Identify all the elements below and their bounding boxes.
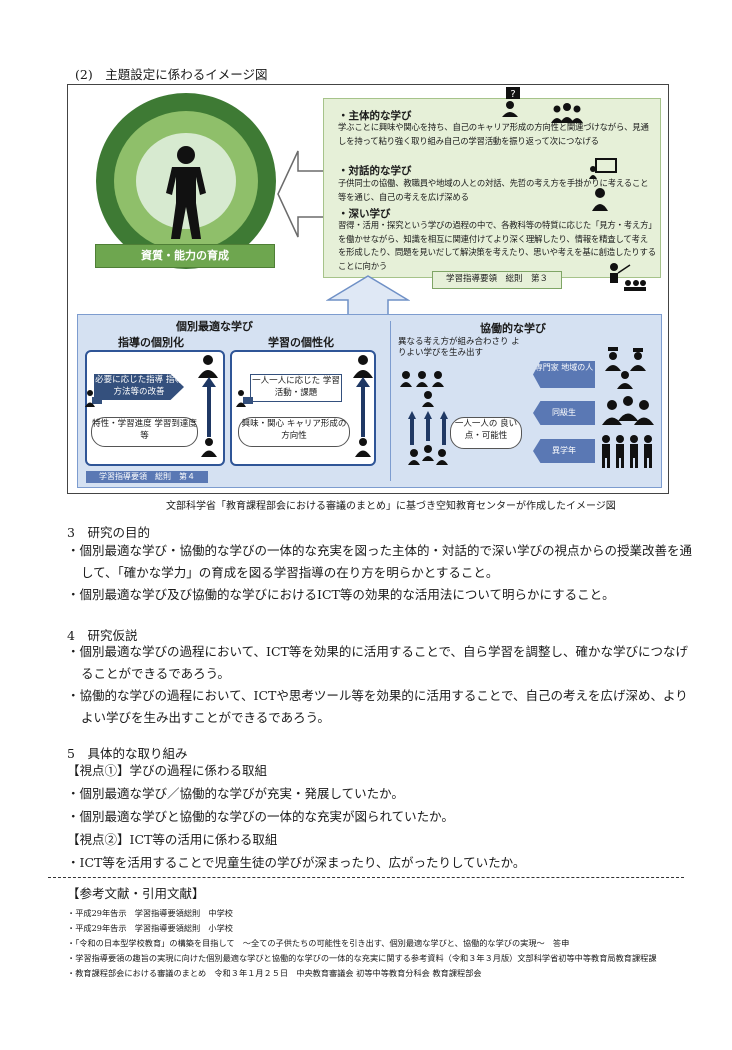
expert-tag: 専門家 地域の人 (533, 361, 595, 388)
mixed-grade-icon (602, 435, 652, 468)
growth-arrow-icon (202, 377, 216, 437)
reference-item: ・教育課程部会における審議のまとめ 令和３年１月２５日 中央教育審議会 初等中等… (67, 968, 482, 978)
gakushu-oval: 興味・関心 キャリア形成の方向性 (238, 417, 350, 447)
shido-title: 指導の個別化 (118, 336, 184, 349)
shutaiteki-text: 学ぶことに興味や関心を持ち、自己のキャリア形成の方向性と関連づけながら、見通しを… (338, 122, 649, 146)
reference-item: ・学習指導要領の趣旨の実現に向けた個別最適な学びと協働的な学びの一体的な充実に関… (67, 953, 657, 963)
presentation-icon (589, 158, 617, 179)
taiwateki-title: ・対話的な学び (338, 165, 412, 177)
viewpoint1-item: ・個別最適な学び／協働的な学びが充実・発展していたか。 (67, 786, 404, 801)
other-grade-tag: 異学年 (533, 439, 595, 463)
active-learning-box: ・主体的な学び 学ぶことに興味や関心を持ち、自己のキャリア形成の方向性と関連づけ… (323, 98, 661, 289)
reference-item: ・「令和の日本型学校教育」の構築を目指して ～全ての子供たちの可能性を引き出す、… (67, 938, 570, 948)
ability-label: 資質・能力の育成 (95, 244, 275, 268)
teacher-icon (592, 188, 608, 211)
viewpoint2-item: ・ICT等を活用することで児童生徒の学びが深まったり、広がったりしていたか。 (67, 855, 526, 870)
section3-item: ・個別最適な学び及び協働的な学びにおけるICT等の効果的な活用法について明らかに… (67, 587, 615, 602)
classmate-tag: 同級生 (533, 401, 595, 425)
viewpoint1-item: ・個別最適な学びと協働的な学びの一体的な充実が図られていたか。 (67, 809, 454, 824)
student-bottom-icon (201, 438, 217, 457)
collaboration-icon (400, 371, 448, 465)
individual-collaborative-box: 個別最適な学び 指導の個別化 必要に応じた指導 指導方法等の改善 特性・学習進度… (77, 314, 662, 488)
section4-heading: 4 研究仮説 (67, 628, 138, 643)
student-bottom-icon (355, 438, 371, 457)
section3-item: ・個別最適な学び・協働的な学びの一体的な充実を図った主体的・対話的で深い学びの視… (67, 543, 693, 580)
figure-heading: (2) 主題設定に係わるイメージ図 (75, 67, 268, 82)
gakushu-title: 学習の個性化 (268, 336, 334, 349)
laptop-person-icon (236, 390, 253, 407)
references-heading: 【参考文献・引用文献】 (67, 886, 205, 901)
figure-caption: 文部科学省「教育課程部会における審議のまとめ」に基づき空知教育センターが作成した… (166, 501, 616, 512)
question-person-icon: ? (502, 87, 520, 117)
kyodo-oval: 一人一人の 良い点・可能性 (450, 417, 522, 449)
viewpoint2: 【視点②】ICT等の活用に係わる取組 (67, 832, 278, 847)
reference-item: ・平成29年告示 学習指導要領総則 小学校 (67, 923, 233, 933)
viewpoint1: 【視点①】学びの過程に係わる取組 (67, 763, 268, 778)
divider (390, 321, 391, 481)
section4-item: ・個別最適な学びの過程において、ICT等を効果的に活用することで、自ら学習を調整… (67, 644, 688, 681)
student-top-icon (198, 355, 218, 378)
taiwateki-text: 子供同士の協働、教職員や地域の人との対話、先哲の考え方を手掛かりに考えること等を… (338, 178, 649, 202)
gakushu-arrow: 一人一人に応じた 学習活動・課題 (250, 374, 342, 402)
section5-heading: 5 具体的な取り組み (67, 746, 188, 761)
shido-arrow: 必要に応じた指導 指導方法等の改善 (94, 374, 184, 400)
kyodo-sub: 異なる考え方が組み合わさり よりよい学びを生み出す (398, 337, 520, 358)
section3-heading: 3 研究の目的 (67, 525, 150, 540)
arrow-left-icon (277, 150, 327, 238)
group-icon (551, 103, 583, 123)
expert-people-icon (605, 347, 646, 389)
fukai-text: 習得・活用・探究という学びの過程の中で、各教科等の特質に応じた「見方・考え方」を… (338, 220, 656, 271)
classmates-icon (602, 396, 654, 425)
shutaiteki-title: ・主体的な学び (338, 110, 412, 122)
kyodo-title: 協働的な学び (480, 322, 546, 335)
blue-guideline-tag: 学習指導要領 総則 第４ (86, 471, 208, 483)
lecture-icon (610, 263, 646, 291)
arrow-up-icon (326, 275, 410, 316)
student-top-icon (353, 355, 373, 378)
reference-item: ・平成29年告示 学習指導要領総則 中学校 (67, 908, 233, 918)
fukai-title: ・深い学び (338, 208, 391, 220)
growth-arrow-icon (356, 377, 370, 437)
svg-text:?: ? (510, 89, 515, 100)
person-icon (166, 146, 206, 239)
references-list: ・平成29年告示 学習指導要領総則 中学校 ・平成29年告示 学習指導要領総則 … (67, 906, 687, 981)
image-figure: 資質・能力の育成 ・主体的な学び 学ぶことに興味や関心を持ち、自己のキャリア形成… (67, 84, 669, 494)
laptop-person-icon (85, 390, 102, 407)
shido-oval: 特性・学習進度 学習到達度等 (91, 417, 198, 447)
kobetsu-title: 個別最適な学び (176, 320, 253, 333)
green-guideline-tag: 学習指導要領 総則 第３ (432, 271, 562, 289)
section4-item: ・協働的な学びの過程において、ICTや思考ツール等を効果的に活用することで、自己… (67, 688, 688, 725)
dashed-divider (48, 877, 684, 878)
